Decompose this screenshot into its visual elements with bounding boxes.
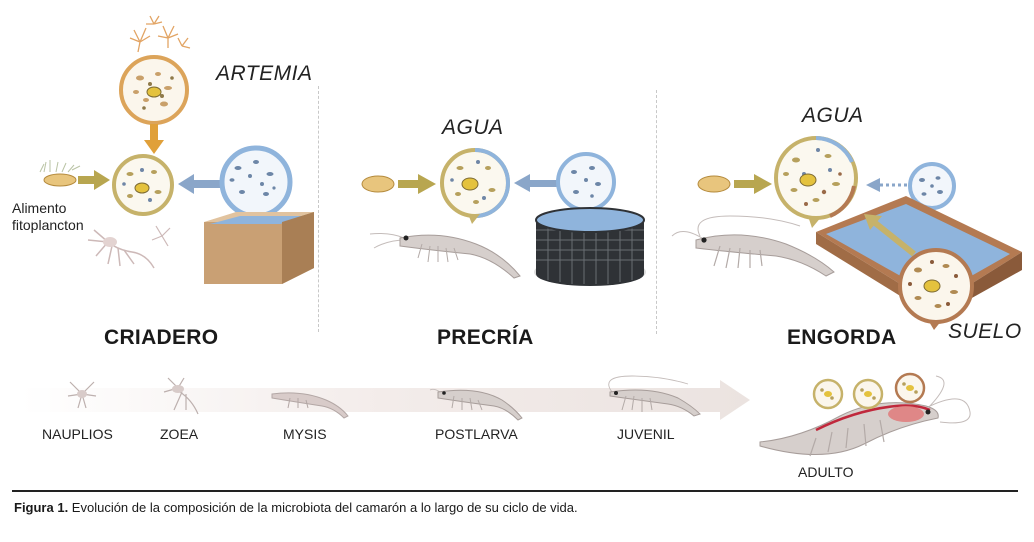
nursery-water-label: AGUA	[442, 116, 504, 139]
growout-water-label: AGUA	[802, 104, 864, 127]
life-stage-adulto: ADULTO	[798, 464, 854, 480]
nursery-title: PRECRÍA	[437, 326, 534, 349]
artemia-icon	[129, 15, 191, 53]
life-stage-mysis: MYSIS	[283, 426, 327, 442]
postlarva-shrimp-icon	[369, 233, 521, 279]
juvenile-icon	[608, 375, 701, 417]
life-stage-juvenil: JUVENIL	[617, 426, 675, 442]
soil-microbiota-bubble	[898, 248, 974, 330]
hatchery-title: CRIADERO	[104, 326, 219, 349]
artemia-label: ARTEMIA	[216, 62, 313, 85]
artemia-microbiota-bubble	[119, 55, 189, 125]
growout-water-arrow	[866, 178, 912, 192]
mysis-icon	[271, 392, 349, 419]
nursery-feed-icon	[361, 174, 436, 194]
caption-text: Evolución de la composición de la microb…	[68, 500, 578, 515]
phytoplankton-feed-icon	[39, 160, 110, 190]
life-stage-nauplios: NAUPLIOS	[42, 426, 113, 442]
zoea-icon	[163, 377, 199, 415]
lifecycle-arrow	[20, 380, 750, 420]
feed-label: Alimento fitoplancton	[12, 200, 84, 233]
zoea-larva-icon	[87, 225, 171, 269]
nursery-water-arrow	[514, 174, 558, 192]
adult-shrimp-icon	[759, 372, 971, 457]
hatchery-water-arrow	[178, 174, 222, 194]
caption-rule	[12, 490, 1018, 492]
life-stage-postlarva: POSTLARVA	[435, 426, 518, 442]
nursery-water-bubble	[556, 152, 616, 218]
growout-feed-icon	[697, 174, 772, 194]
stage-divider-1	[318, 86, 319, 332]
hatchery-microbiota-bubble	[112, 154, 174, 216]
growout-microbiota-bubble	[774, 136, 858, 228]
soil-label: SUELO	[948, 320, 1022, 343]
hatchery-tank-icon	[204, 212, 314, 284]
nursery-tank-icon	[534, 207, 646, 286]
postlarva-icon	[429, 388, 523, 421]
growout-shrimp-icon	[671, 215, 835, 277]
figure-caption: Figura 1. Evolución de la composición de…	[14, 500, 578, 515]
growout-title: ENGORDA	[787, 326, 897, 349]
nauplius-icon	[67, 381, 97, 409]
life-stage-zoea: ZOEA	[160, 426, 199, 442]
soil-arrow	[864, 214, 916, 257]
nursery-microbiota-bubble	[440, 148, 510, 224]
caption-prefix: Figura 1.	[14, 500, 69, 515]
artemia-arrow	[144, 124, 164, 154]
stage-divider-2	[656, 90, 657, 334]
